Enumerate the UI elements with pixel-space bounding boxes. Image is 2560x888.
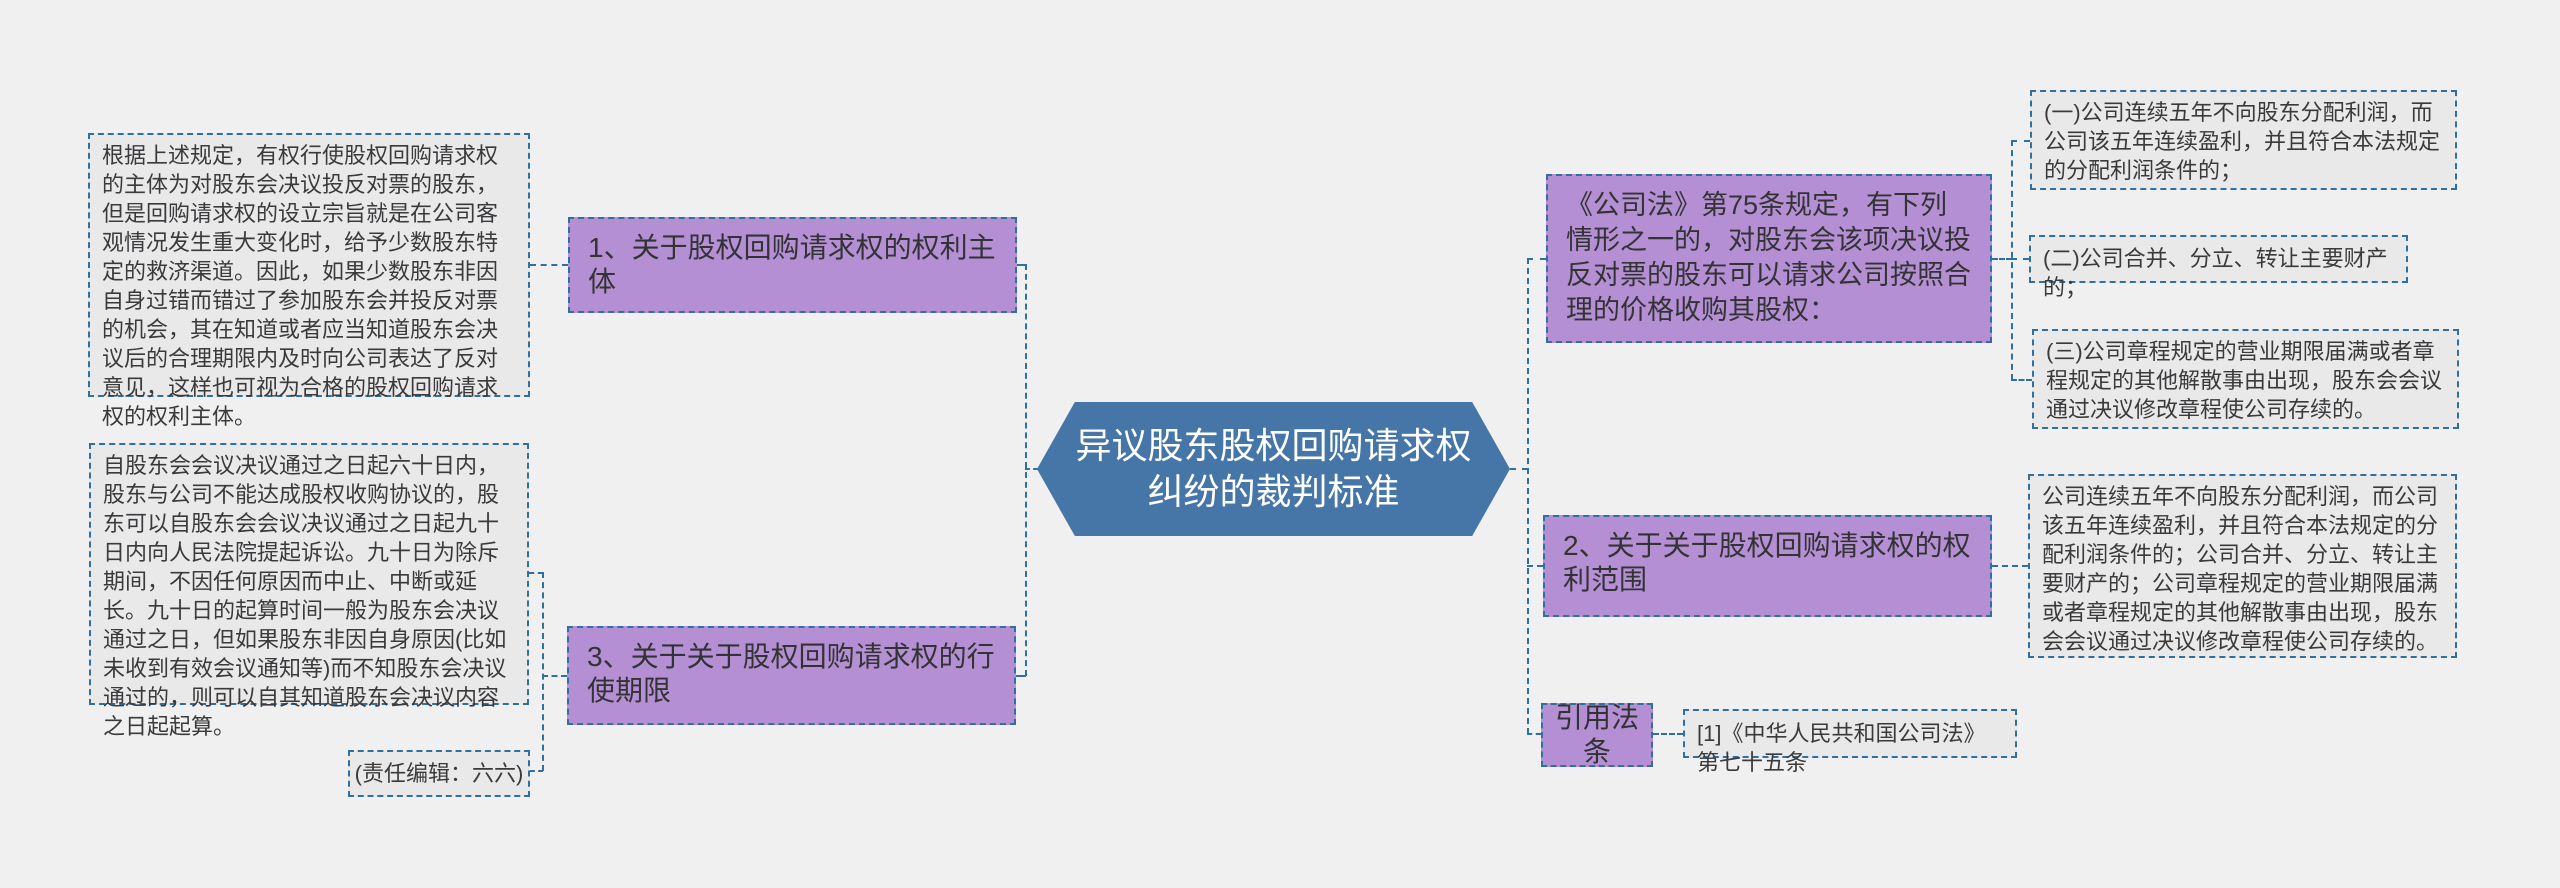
connector-citation-detail [1653, 733, 1683, 735]
connector-items-bracket [2011, 140, 2013, 380]
note-editor[interactable]: (责任编辑：六六) [348, 750, 530, 797]
connector-bracket-node2 [1527, 565, 1543, 567]
connector-subbracket-node3 [542, 675, 567, 677]
node-2-scope[interactable]: 2、关于关于股权回购请求权的权利范围 [1543, 515, 1992, 617]
connector-node1-bracket [1017, 264, 1026, 266]
note-law75-item-2[interactable]: (二)公司合并、分立、转让主要财产的； [2029, 235, 2408, 300]
connector-bracket-center-left [1025, 468, 1038, 470]
connector-node3-sub-bracket [542, 572, 544, 771]
connector-period-detail [529, 572, 543, 574]
connector-subject-detail [530, 264, 568, 266]
connector-bracket-law75 [1527, 258, 1546, 260]
note-scope-detail[interactable]: 公司连续五年不向股东分配利润，而公司该五年连续盈利，并且符合本法规定的分配利润条… [2028, 474, 2457, 658]
connector-item3 [2011, 379, 2032, 381]
connector-item2 [2011, 258, 2029, 260]
note-subject-detail[interactable]: 根据上述规定，有权行使股权回购请求权的主体为对股东会决议投反对票的股东，但是回购… [88, 133, 530, 429]
note-citation-detail[interactable]: [1]《中华人民共和国公司法》 第七十五条 [1683, 709, 2017, 775]
connector-law75-items-bracket [1992, 258, 2012, 260]
connector-item1 [2011, 140, 2030, 142]
node-3-period[interactable]: 3、关于关于股权回购请求权的行使期限 [567, 626, 1016, 725]
connector-bracket-citation [1527, 733, 1541, 735]
connector-right-bracket [1527, 258, 1529, 734]
node-law75[interactable]: 《公司法》第75条规定，有下列情形之一的，对股东会该项决议投反对票的股东可以请求… [1546, 174, 1992, 343]
connector-scope-detail [1992, 565, 2028, 567]
note-law75-item-3[interactable]: (三)公司章程规定的营业期限届满或者章程规定的其他解散事由出现，股东会会议通过决… [2032, 329, 2459, 429]
note-law75-item-1[interactable]: (一)公司连续五年不向股东分配利润，而公司该五年连续盈利，并且符合本法规定的分配… [2030, 90, 2457, 190]
connector-editor-note [530, 770, 543, 772]
node-1-subject[interactable]: 1、关于股权回购请求权的权利主体 [568, 217, 1017, 313]
root-node-title[interactable]: 异议股东股权回购请求权纠纷的裁判标准 [1037, 402, 1510, 536]
node-citation[interactable]: 引用法条 [1541, 702, 1653, 767]
connector-node3-bracket [1016, 675, 1026, 677]
connector-center-right-bracket [1510, 468, 1528, 470]
connector-left-bracket [1025, 264, 1027, 676]
note-period-detail[interactable]: 自股东会会议决议通过之日起六十日内，股东与公司不能达成股权收购协议的，股东可以自… [89, 443, 529, 739]
